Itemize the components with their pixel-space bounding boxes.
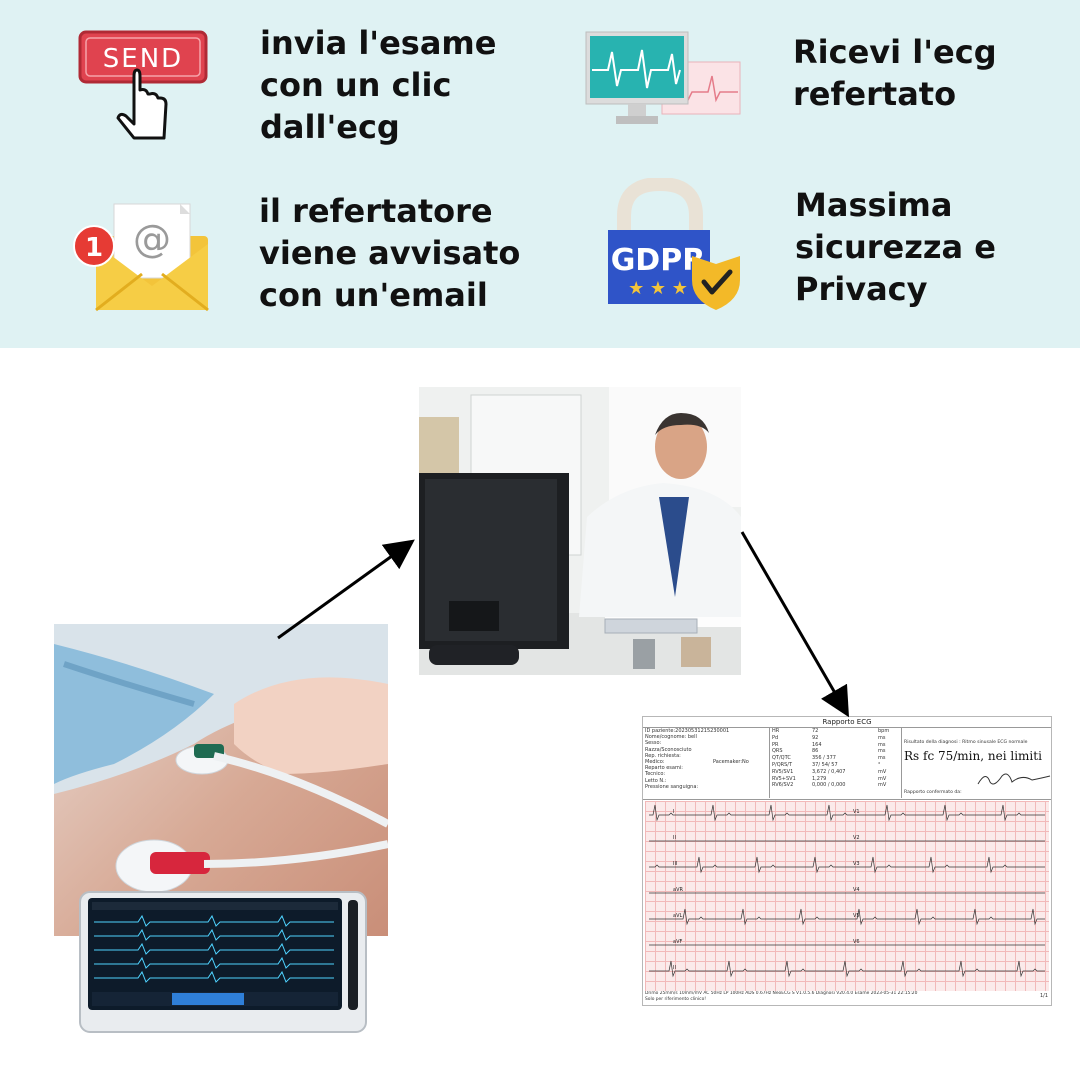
ecg-tablet-device [78, 890, 368, 1034]
report-field: Sesso: [645, 740, 662, 747]
ecg-trace [649, 908, 1045, 926]
measure-value: 356 / 377 [812, 755, 836, 762]
email-notification-icon: @ 1 [72, 196, 212, 314]
report-field: Razza/Sconosciuto [645, 746, 692, 753]
feature-privacy-text: Massima sicurezza e Privacy [795, 186, 996, 308]
send-button-hand-icon: SEND [76, 28, 210, 146]
at-symbol: @ [133, 217, 171, 261]
measure-row: RV5/SV1 3,672 / 0,407 mV [772, 769, 900, 776]
diagnosis-label: Risultato della diagnosi : Ritmo sinusal… [904, 740, 1028, 745]
measure-value: 72 [812, 728, 819, 734]
report-field: Medico: [645, 759, 665, 766]
measure-row: Pd 92 ms [772, 735, 900, 742]
measure-name: RV5/SV1 [772, 768, 794, 775]
lead-label: aVR [673, 887, 683, 893]
lead-label: V6 [853, 939, 860, 945]
signature-mark [977, 773, 1051, 785]
measure-row: PR 164 ms [772, 742, 900, 749]
measure-unit: ° [878, 761, 881, 768]
send-label: SEND [103, 44, 183, 74]
measure-value: 164 [812, 741, 822, 748]
report-field: Rep. richiesta: [645, 752, 681, 759]
report-footer-note: Solo per riferimento clinico! [645, 997, 707, 1002]
diagnosis-text: Rs fc 75/min, nei limiti [904, 749, 1042, 764]
report-footer: Drimo 25mm/s 10mm/mV AC 50Hz LP 100Hz AD… [645, 991, 918, 996]
lead-label: V2 [853, 835, 860, 841]
measure-unit: ms [878, 741, 886, 748]
ecg-report-document: Rapporto ECG ID paziente:202305312152300… [642, 716, 1052, 1006]
measure-value: 1,279 [812, 775, 827, 782]
lead-label: aVF [673, 939, 682, 945]
gdpr-label: GDPR [611, 243, 706, 278]
measure-row: QRS 86 ms [772, 748, 900, 755]
report-field: Tecnico: [645, 771, 666, 778]
report-field: Reparto esami: [645, 765, 683, 772]
lead-label: V3 [853, 861, 860, 867]
measure-row: RV6/SV2 0,000 / 0,000 mV [772, 782, 900, 789]
measure-row: QT/QTC 356 / 377 ms [772, 755, 900, 762]
lead-label: V5 [853, 913, 860, 919]
ecg-trace [649, 960, 1045, 978]
measure-value: 37/ 54/ 57 [812, 761, 838, 768]
ecg-monitor-icon [584, 30, 744, 128]
measure-name: Pd [772, 734, 779, 741]
measure-value: 92 [812, 734, 819, 741]
ecg-trace [649, 856, 1045, 874]
ecg-trace [649, 804, 1045, 822]
measure-row: RV5+SV1 1,279 mV [772, 776, 900, 783]
measure-unit: ms [878, 755, 886, 762]
svg-text:★ ★ ★: ★ ★ ★ [628, 278, 688, 299]
pacemaker-field: Pacemaker:No [713, 759, 749, 765]
measure-unit: bpm [878, 728, 890, 734]
notification-badge: 1 [85, 233, 103, 263]
measure-value: 0,000 / 0,000 [812, 782, 846, 789]
feature-receive-text: Ricevi l'ecg refertato [793, 33, 997, 113]
measure-row: P/QRS/T 37/ 54/ 57 ° [772, 762, 900, 769]
measure-unit: ms [878, 748, 886, 755]
measure-name: PR [772, 741, 779, 748]
lead-label: I [673, 809, 674, 815]
doctor-computer-photo [419, 387, 741, 675]
confirmed-label: Rapporto confermato da: [904, 790, 962, 795]
measure-name: QRS [772, 748, 783, 755]
measure-unit: mV [878, 775, 887, 782]
lead-label: II [673, 835, 676, 841]
report-field: Nome/cognome: bell [645, 734, 697, 741]
feature-email-text: il refertatore viene avvisato con un'ema… [259, 192, 521, 314]
report-page: 1/1 [1039, 993, 1048, 999]
measure-unit: mV [878, 782, 887, 789]
measure-unit: ms [878, 734, 886, 741]
measure-row: HR 72 bpm [772, 728, 900, 735]
measure-name: P/QRS/T [772, 761, 793, 768]
patient-electrodes-photo [54, 624, 388, 936]
measure-value: 86 [812, 748, 819, 755]
report-field: Letto N.: [645, 777, 667, 784]
report-field: Pressione sanguigna: [645, 783, 699, 790]
gdpr-lock-icon: GDPR ★ ★ ★ [604, 176, 746, 314]
report-title: Rapporto ECG [643, 717, 1051, 728]
lead-label: V1 [853, 809, 860, 815]
measure-name: QT/QTC [772, 755, 791, 762]
measure-unit: mV [878, 768, 887, 775]
lead-label: III [673, 861, 677, 867]
measure-name: HR [772, 728, 780, 734]
lead-label: II [673, 965, 676, 971]
measure-name: RV6/SV2 [772, 782, 794, 789]
lead-label: aVL [673, 913, 682, 919]
lead-label: V4 [853, 887, 860, 893]
arrow-to-report [740, 531, 850, 718]
measure-name: RV5+SV1 [772, 775, 796, 782]
measure-value: 3,672 / 0,407 [812, 768, 846, 775]
feature-send-text: invia l'esame con un clic dall'ecg [260, 24, 497, 146]
report-header: ID paziente:20230531215230001 Nome/cogno… [643, 727, 1051, 800]
patient-id: ID paziente:20230531215230001 [645, 728, 730, 734]
